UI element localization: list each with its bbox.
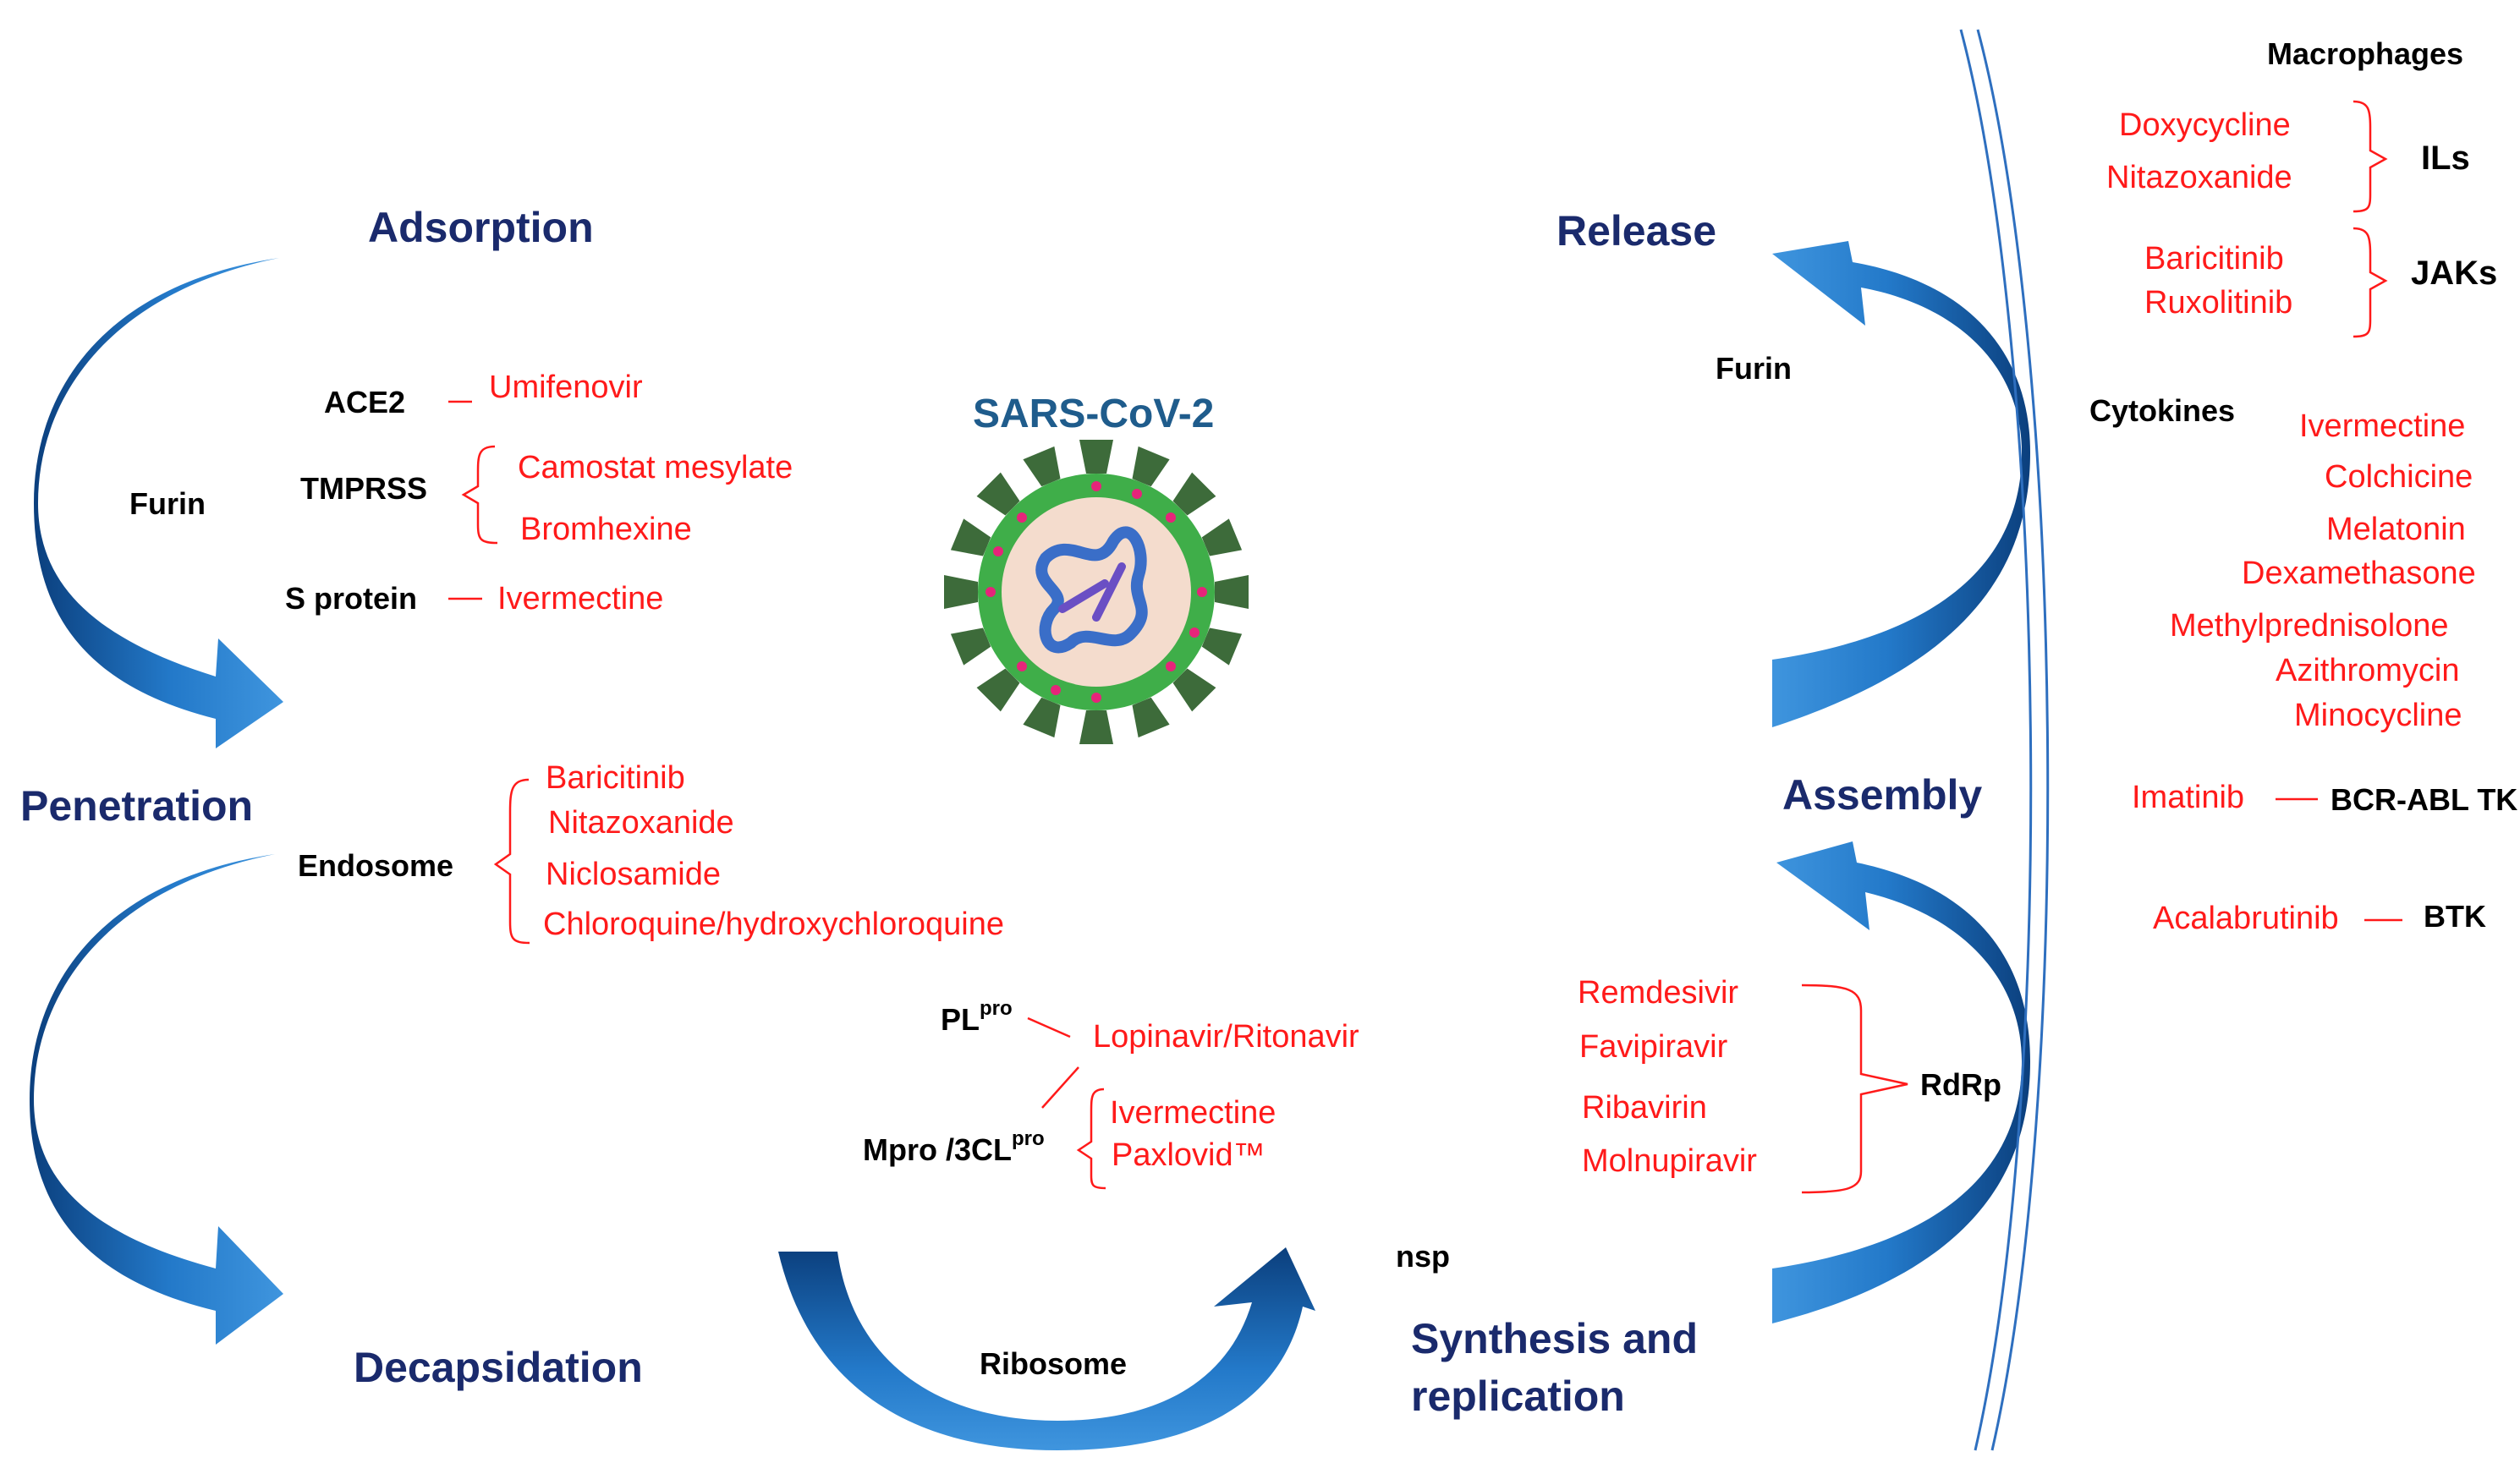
drug-imatinib: Imatinib [2132, 780, 2244, 815]
drug-ruxolitinib: Ruxolitinib [2144, 285, 2292, 321]
virus-icon [944, 440, 1249, 744]
drug-acalabrutinib: Acalabrutinib [2153, 901, 2339, 936]
brace-jaks [2353, 227, 2388, 338]
drug-nitazoxanide-endo: Nitazoxanide [548, 805, 734, 841]
arc-arrow-icon [1772, 841, 2030, 1323]
drug-paxlovid: Paxlovid™ [1112, 1137, 1265, 1173]
target-endosome: Endosome [298, 848, 453, 883]
drug-doxycycline: Doxycycline [2119, 107, 2291, 143]
drug-ivermectine-mpro: Ivermectine [1110, 1095, 1276, 1131]
furin-label-release: Furin [1716, 351, 1792, 386]
drug-colchicine: Colchicine [2325, 459, 2473, 495]
link-mpro-lopinavir [1041, 1066, 1079, 1109]
target-btk: BTK [2424, 899, 2486, 934]
drug-dexamethasone: Dexamethasone [2242, 556, 2476, 591]
arc-arrow-icon [34, 258, 283, 748]
target-jaks: JAKs [2411, 255, 2497, 292]
drug-nitazoxanide-ils: Nitazoxanide [2106, 160, 2292, 195]
drug-umifenovir: Umifenovir [489, 370, 643, 405]
brace-tmprss [461, 445, 498, 545]
drug-remdesivir: Remdesivir [1578, 975, 1738, 1011]
target-ils: ILs [2421, 140, 2470, 177]
brace-mpro [1076, 1088, 1106, 1190]
label-nsp: nsp [1396, 1239, 1450, 1274]
brace-ils [2353, 100, 2388, 213]
drug-methylprednisolone: Methylprednisolone [2170, 608, 2449, 644]
label-cytokines: Cytokines [2089, 393, 2235, 428]
virus-title: SARS-CoV-2 [973, 392, 1214, 436]
stage-decapsidation: Decapsidation [354, 1344, 643, 1391]
drug-niclosamide: Niclosamide [546, 857, 721, 892]
target-s-protein: S protein [285, 581, 417, 616]
target-plpro: PLpro [941, 997, 1013, 1037]
arc-arrow-icon [1772, 241, 2030, 727]
double-separator-line [1959, 29, 2050, 1451]
drug-chloroquine: Chloroquine/hydroxychloroquine [543, 907, 1004, 942]
arc-arrow-icon [778, 1247, 1315, 1450]
label-macrophages: Macrophages [2267, 36, 2463, 71]
stage-release: Release [1556, 207, 1716, 255]
target-ace2: ACE2 [324, 385, 405, 419]
drug-ivermectine-cyto: Ivermectine [2299, 408, 2465, 444]
arc-arrow-icon [30, 854, 283, 1345]
target-mpro: Mpro /3CLpro [863, 1127, 1045, 1167]
brace-endosome [493, 778, 530, 945]
drug-baricitinib-jaks: Baricitinib [2144, 241, 2284, 277]
drug-azithromycin: Azithromycin [2276, 653, 2460, 688]
stage-adsorption: Adsorption [368, 204, 594, 251]
furin-label-adsorption: Furin [129, 486, 206, 521]
drug-molnupiravir: Molnupiravir [1582, 1143, 1757, 1179]
link-plpro [1027, 1016, 1071, 1038]
drug-melatonin: Melatonin [2326, 512, 2466, 547]
drug-minocycline: Minocycline [2294, 698, 2462, 733]
target-bcr-abl: BCR-ABL TK [2331, 782, 2517, 817]
target-rdrp: RdRp [1920, 1067, 2001, 1102]
drug-bromhexine: Bromhexine [520, 512, 692, 547]
drug-favipiravir: Favipiravir [1579, 1029, 1728, 1065]
drug-ivermectine-s: Ivermectine [497, 581, 663, 616]
drug-camostat: Camostat mesylate [518, 450, 793, 485]
stage-assembly: Assembly [1782, 771, 1982, 819]
drug-lopinavir: Lopinavir/Ritonavir [1093, 1019, 1359, 1055]
label-ribosome: Ribosome [980, 1346, 1127, 1381]
brace-rdrp [1801, 984, 1908, 1194]
stage-penetration: Penetration [20, 782, 253, 830]
stage-synthesis-line1: Synthesis and [1411, 1315, 1698, 1362]
target-tmprss: TMPRSS [300, 471, 427, 506]
drug-baricitinib-endo: Baricitinib [546, 760, 685, 796]
stage-synthesis-line2: replication [1411, 1373, 1625, 1420]
drug-ribavirin: Ribavirin [1582, 1090, 1707, 1126]
